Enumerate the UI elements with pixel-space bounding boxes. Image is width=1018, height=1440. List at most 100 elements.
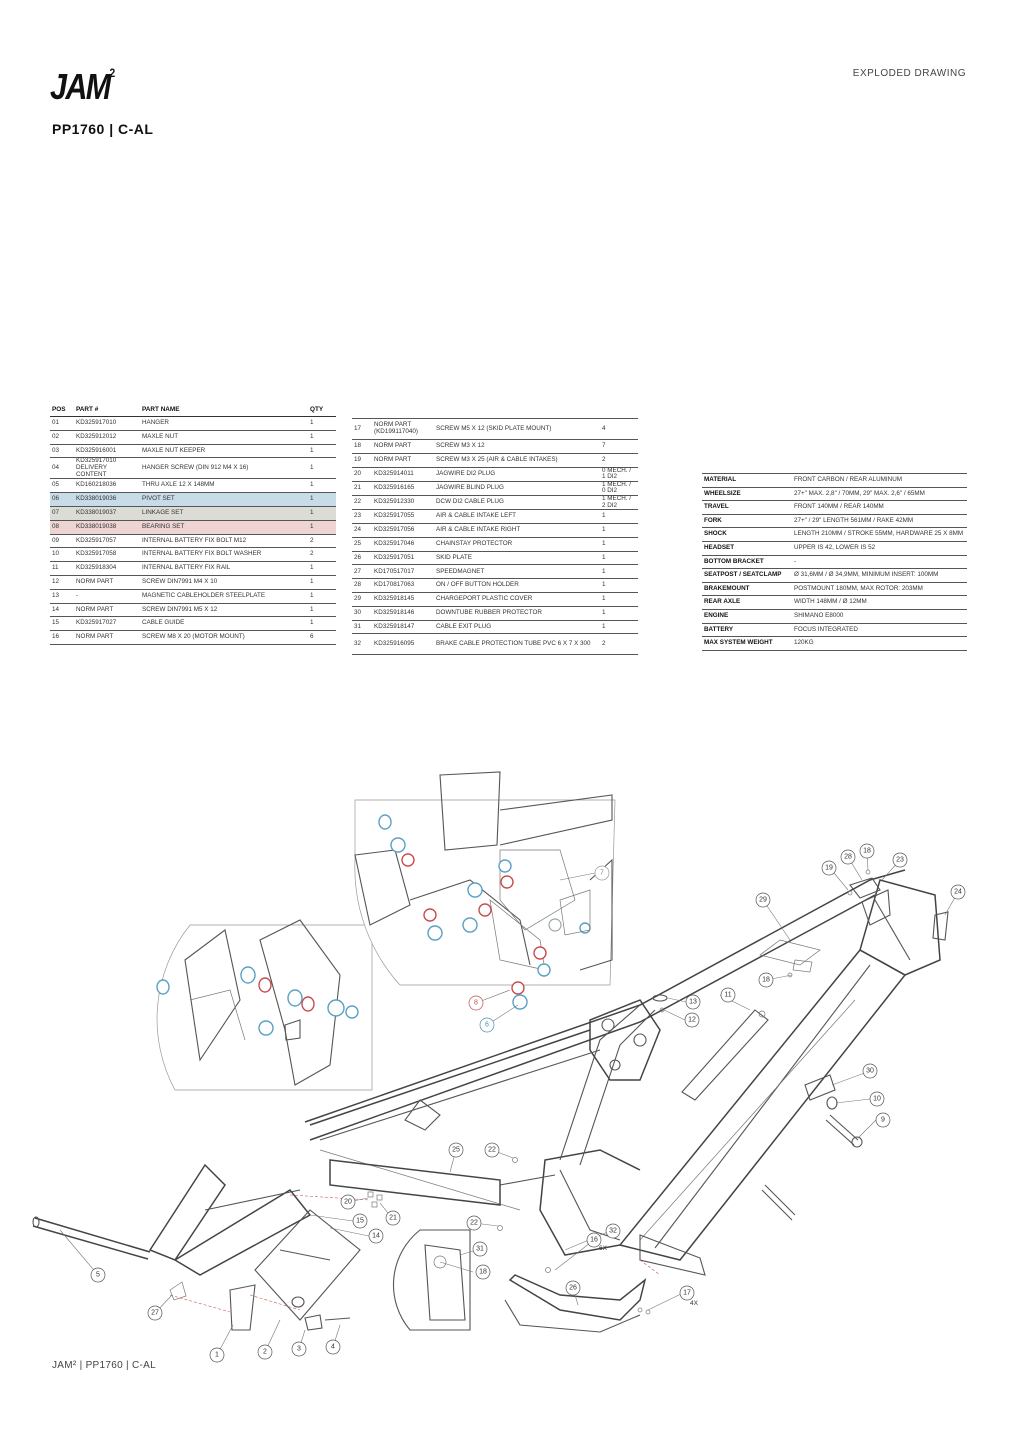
air-intake-left: [861, 889, 891, 926]
callout-25: 25: [448, 1142, 464, 1158]
svg-text:16: 16: [590, 1237, 598, 1244]
spec-key: TRAVEL: [702, 500, 792, 515]
spec-value: UPPER IS 42, LOWER IS 52: [792, 541, 967, 556]
part-name: SCREW M3 X 25 (AIR & CABLE INTAKES): [434, 453, 600, 468]
callout-18-top: 18: [859, 843, 875, 859]
spec-value: SHIMANO E8000: [792, 609, 967, 624]
svg-text:3: 3: [297, 1346, 301, 1353]
part-pos: 10: [50, 547, 74, 563]
part-number: KD325917057: [74, 534, 140, 549]
callout-18-zoom: 18: [475, 1264, 491, 1280]
part-pos: 23: [352, 509, 372, 525]
part-pos: 17: [352, 418, 372, 440]
callout-14: 14: [368, 1228, 384, 1244]
svg-text:29: 29: [759, 897, 767, 904]
part-pos: 12: [50, 575, 74, 590]
part-qty: 1: [600, 564, 638, 580]
callout-29: 29: [755, 892, 771, 908]
callout-12: 12: [684, 1012, 700, 1028]
part-name: DCW DI2 CABLE PLUG: [434, 495, 600, 511]
part-pos: 29: [352, 592, 372, 607]
svg-text:7: 7: [600, 870, 604, 877]
spec-value: 27+" MAX. 2,8" / 70MM, 29" MAX. 2,6" / 6…: [792, 487, 967, 502]
svg-text:15: 15: [356, 1218, 364, 1225]
part-qty: 1: [600, 523, 638, 538]
part-qty: 6: [308, 630, 336, 645]
part-qty: 7: [600, 439, 638, 454]
part-number: KD338019036: [74, 492, 140, 507]
callout-31: 31: [472, 1241, 488, 1257]
callout-28: 28: [840, 849, 856, 865]
part-number: KD325917046: [372, 537, 434, 552]
part-qty: 1: [600, 537, 638, 552]
spec-value: POSTMOUNT 180MM, MAX ROTOR: 203MM: [792, 582, 967, 597]
part-name: MAXLE NUT: [140, 430, 308, 445]
part-number: KD170517017: [372, 564, 434, 580]
callout-11: 11: [720, 987, 736, 1003]
svg-text:25: 25: [452, 1147, 460, 1154]
callout-15: 15: [352, 1213, 368, 1229]
part-pos: 13: [50, 589, 74, 604]
part-pos: 09: [50, 534, 74, 549]
callout-27: 27: [147, 1305, 163, 1321]
callout-20: 20: [340, 1194, 356, 1210]
part-pos: 15: [50, 616, 74, 632]
hanger: [229, 1284, 256, 1331]
svg-text:26: 26: [569, 1285, 577, 1292]
spec-value: FRONT CARBON / REAR ALUMINUM: [792, 473, 967, 488]
part-name: SCREW M5 X 12 (SKID PLATE MOUNT): [434, 418, 600, 440]
part-qty: 1: [308, 457, 336, 480]
part-qty: 1: [600, 620, 638, 635]
col-part-name: PART NAME: [140, 405, 308, 417]
svg-text:13: 13: [689, 999, 697, 1006]
spec-value: 120KG: [792, 636, 967, 651]
part-qty: 1: [600, 578, 638, 594]
part-pos: 03: [50, 444, 74, 459]
part-number: NORM PART: [74, 630, 140, 645]
part-number: NORM PART (KD199117040): [372, 418, 434, 440]
svg-text:21: 21: [389, 1215, 397, 1222]
part-name: AIR & CABLE INTAKE LEFT: [434, 509, 600, 525]
spec-key: BATTERY: [702, 623, 792, 638]
part-name: SCREW M3 X 12: [434, 439, 600, 454]
callout-4: 4: [325, 1339, 341, 1355]
chargeport-recess: [759, 939, 821, 966]
part-qty: 2: [308, 534, 336, 549]
part-pos: 25: [352, 537, 372, 552]
part-name: SKID PLATE: [434, 551, 600, 566]
skid-plate: [504, 1274, 647, 1333]
part-number: NORM PART: [74, 603, 140, 618]
part-pos: 11: [50, 561, 74, 576]
part-name: SCREW M8 X 20 (MOTOR MOUNT): [140, 630, 308, 645]
part-pos: 22: [352, 495, 372, 511]
spec-key: SEATPOST / SEATCLAMP: [702, 568, 792, 583]
spec-value: 27+" / 29" LENGTH 561MM / RAKE 42MM: [792, 514, 967, 529]
svg-text:10: 10: [873, 1096, 881, 1103]
part-name: SCREW DIN7991 M4 X 10: [140, 575, 308, 590]
svg-text:1: 1: [215, 1352, 219, 1359]
part-number: KD325916095: [372, 633, 434, 656]
document-label: EXPLODED DRAWING: [852, 68, 966, 79]
part-pos: 02: [50, 430, 74, 445]
col-qty: QTY: [308, 405, 336, 417]
part-pos: 21: [352, 481, 372, 497]
part-qty: 1: [308, 561, 336, 576]
part-pos: 06: [50, 492, 74, 507]
svg-text:22: 22: [488, 1147, 496, 1154]
